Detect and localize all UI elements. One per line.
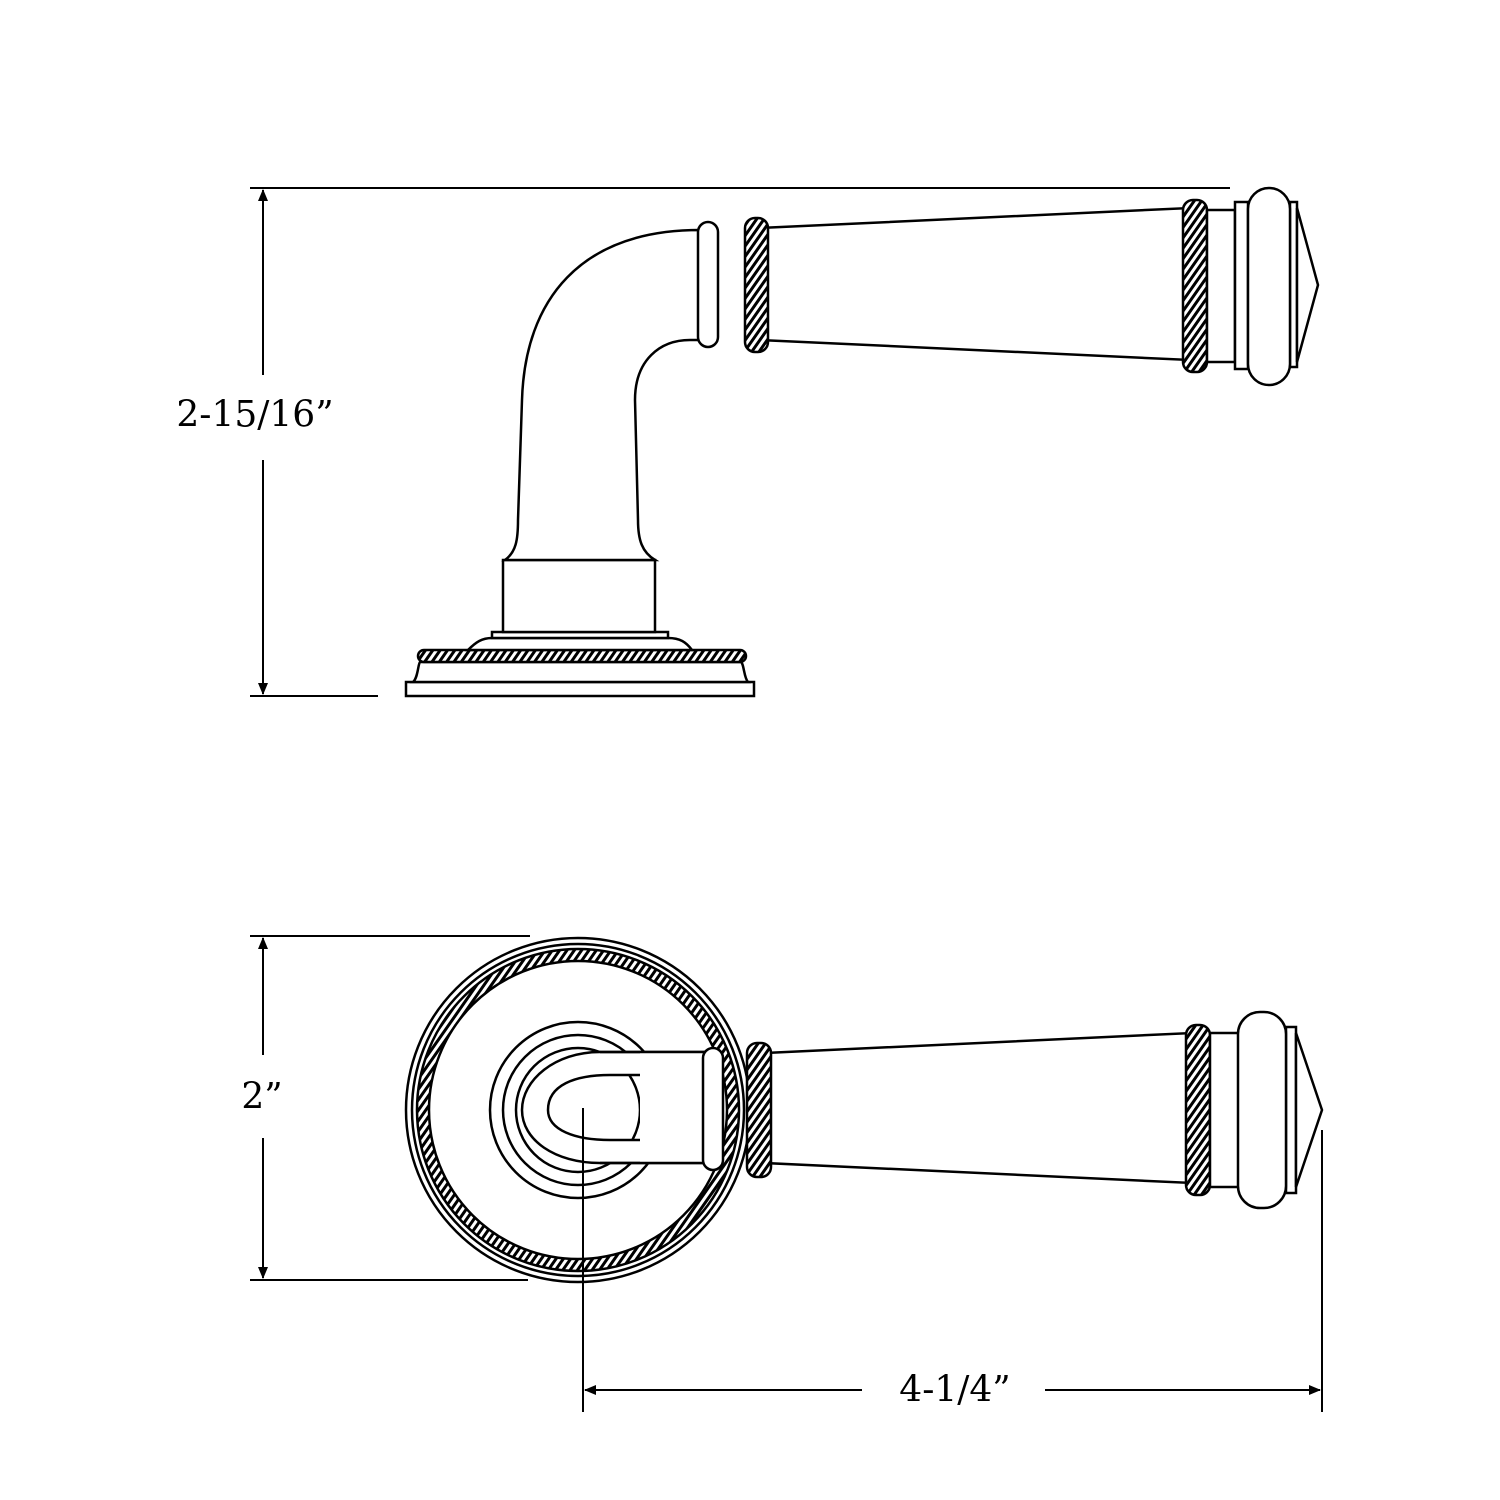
knurled-band bbox=[745, 1041, 773, 1179]
rose-base bbox=[404, 558, 756, 698]
end-cap bbox=[1205, 186, 1320, 387]
rose-circle bbox=[404, 936, 752, 1284]
length-dimension-label: 4-1/4” bbox=[899, 1369, 1011, 1411]
end-cap bbox=[1208, 1010, 1324, 1210]
length-dimension bbox=[582, 1108, 1323, 1412]
knurled-band bbox=[1184, 1023, 1212, 1197]
collar-ring bbox=[696, 220, 720, 349]
knurled-band bbox=[1181, 198, 1209, 374]
diameter-dimension bbox=[250, 935, 530, 1281]
height-dimension-label: 2-15/16” bbox=[176, 394, 334, 436]
knurled-band bbox=[743, 216, 770, 354]
lever-body bbox=[758, 206, 1192, 362]
lever-body bbox=[763, 1031, 1194, 1185]
collar-ring bbox=[701, 1046, 725, 1172]
lever-neck bbox=[501, 228, 702, 562]
diameter-dimension-label: 2” bbox=[241, 1076, 283, 1118]
side-view bbox=[250, 186, 1320, 698]
front-view bbox=[250, 935, 1324, 1412]
height-dimension bbox=[250, 187, 1230, 697]
